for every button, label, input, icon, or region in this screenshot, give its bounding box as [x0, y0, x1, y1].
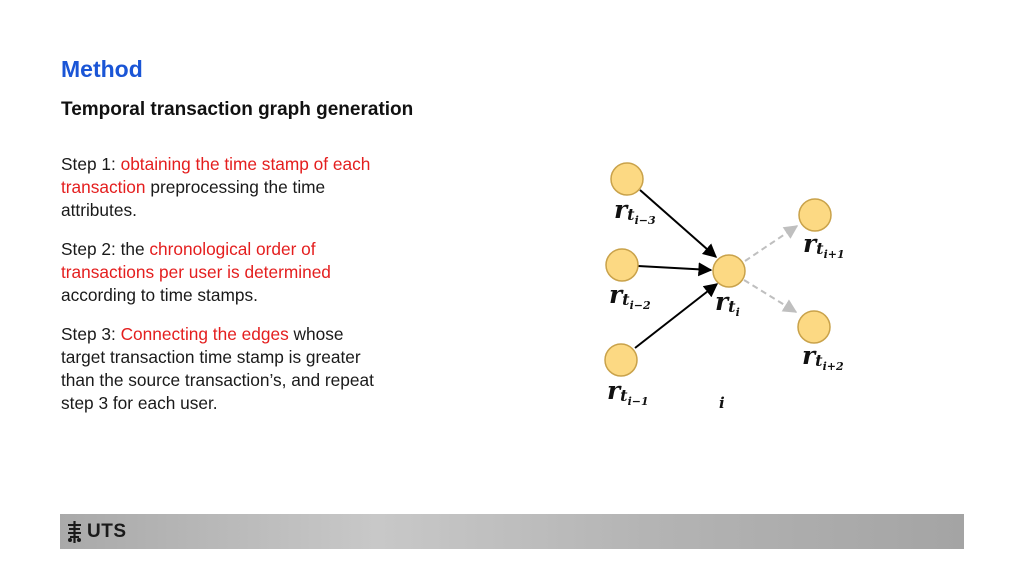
node-r-t-i-2 [605, 248, 639, 282]
step-3-rest: whose target transaction time stamp is g… [61, 324, 374, 413]
label-r-t-i+1: rti+1 [803, 229, 845, 261]
footer-bar: UTS [60, 514, 964, 549]
slide-subheading: Temporal transaction graph generation [61, 99, 414, 120]
steps-list: Step 1: obtaining the time stamp of each… [61, 153, 381, 431]
step-1: Step 1: obtaining the time stamp of each… [61, 153, 381, 222]
step-2-highlight: chronological order of transactions per … [61, 239, 331, 282]
slide-heading: Method [61, 56, 143, 82]
uts-logo: UTS [66, 518, 127, 545]
label-r-t-i: rti [715, 287, 740, 319]
node-r-t-i+1 [798, 198, 832, 232]
step-2-prefix: Step 2: the [61, 239, 150, 259]
label-r-t-i+2: rti+2 [802, 341, 844, 373]
node-r-t-i-1 [604, 343, 638, 377]
step-2: Step 2: the chronological order of trans… [61, 238, 381, 307]
edge-i-to-i+2 [743, 279, 798, 313]
step-3-highlight: Connecting the edges [120, 324, 289, 344]
edge-i-2-to-i [637, 262, 713, 277]
step-1-highlight: obtaining the time stamp of each transac… [61, 154, 371, 197]
label-r-t-i-1: rti−1 [607, 376, 649, 408]
step-3: Step 3: Connecting the edges whose targe… [61, 323, 381, 415]
node-r-t-i [712, 254, 746, 288]
node-r-t-i-3 [610, 162, 644, 196]
step-1-rest: preprocessing the time attributes. [61, 177, 326, 220]
edge-i-3-to-i [639, 189, 718, 258]
label-r-t-i-3: rti−3 [614, 195, 656, 227]
step-3-prefix: Step 3: [61, 324, 121, 344]
transaction-graph-diagram: rti−3 rti−2 rti−1 rti rti+1 rti+2 i [604, 162, 845, 412]
edge-i-to-i+1 [744, 225, 799, 262]
uts-crest-icon [68, 520, 81, 543]
logo-text: UTS [87, 520, 127, 542]
label-r-t-i-2: rti−2 [609, 280, 651, 312]
node-r-t-i+2 [797, 310, 831, 344]
label-user-i: i [719, 394, 725, 412]
edge-i-1-to-i [634, 283, 719, 349]
step-1-prefix: Step 1: [61, 154, 121, 174]
step-2-rest: according to time stamps. [61, 285, 258, 305]
